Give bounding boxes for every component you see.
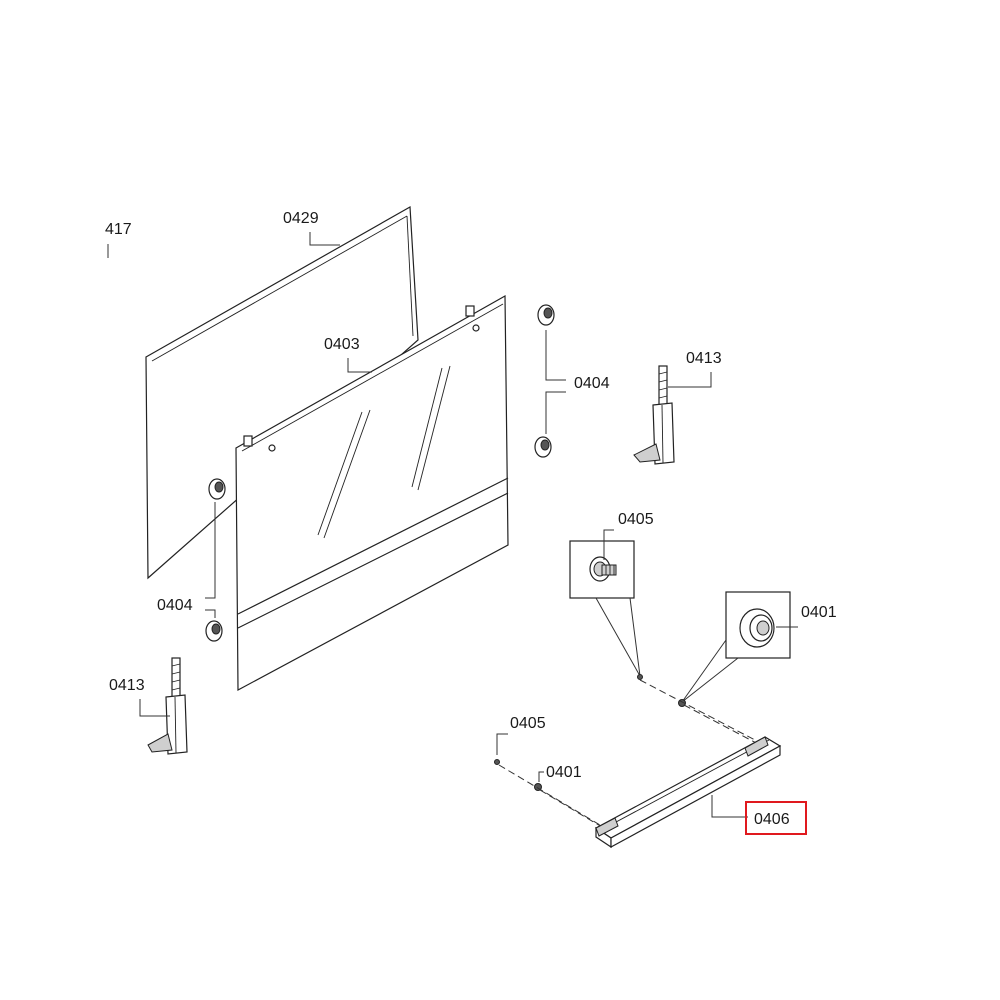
handle-leader [711,795,748,818]
screw-detail-callout [595,597,641,677]
alignment-line-right-b [683,704,761,746]
hinge-left-label: 0413 [109,677,145,694]
spacer-right-bottom [534,436,552,458]
bushing-small-leader [538,771,544,782]
screw-detail-point [637,674,643,680]
spacer-left-bottom [205,620,223,642]
door-handle [594,736,782,849]
screw-detail-box [569,540,635,599]
spacer-left-leader-bottom [205,609,216,618]
door-glass-label: 0403 [324,336,360,353]
group-label: 417 [105,221,132,238]
alignment-line-left-b [539,789,603,828]
inner-glass-label: 0429 [283,210,319,227]
spacer-left-label: 0404 [157,597,193,614]
screw-small-label: 0405 [510,715,546,732]
hinge-left-leader [139,699,170,717]
hinge-right-label: 0413 [686,350,722,367]
bushing-small-label: 0401 [546,764,582,781]
door-glass-panel [235,294,509,691]
bushing-detail-box [725,591,791,659]
spacer-left-leader-top [205,502,216,599]
hinge-left [147,657,188,755]
door-glass-leader [347,358,372,373]
screw-detail-label: 0405 [618,511,654,528]
screw-small-leader [496,733,508,755]
handle-highlight-box [745,801,807,835]
screw-detail-leader [603,529,614,560]
hinge-right-leader [668,372,712,388]
alignment-line-left-a [498,764,601,826]
bushing-detail-label: 0401 [801,604,837,621]
hinge-right [633,365,675,465]
spacer-right-leader-bottom [545,391,566,434]
spacer-right-label: 0404 [574,375,610,392]
inner-glass-leader [309,232,340,246]
handle-label: 0406 [754,811,790,828]
alignment-line-right-a [639,679,756,741]
screw-small [494,759,500,765]
spacer-right-leader-top [545,330,566,381]
spacer-left-top [208,478,226,500]
spacer-right-top [537,304,555,326]
